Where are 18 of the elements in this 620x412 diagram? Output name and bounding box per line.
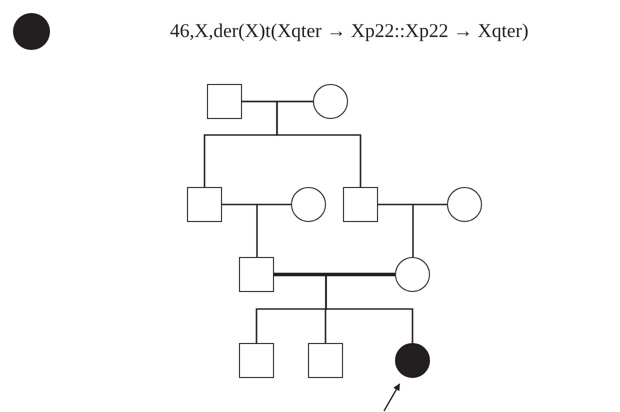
- proband-arrow: [383, 383, 400, 412]
- female-circle: [447, 187, 482, 222]
- legend-text: 46,X,der(X)t(Xqter → Xp22::Xp22 → Xqter): [170, 20, 529, 42]
- male-square: [207, 84, 242, 119]
- female-circle: [313, 84, 348, 119]
- pedigree-line: [412, 204, 447, 257]
- pedigree-line: [276, 100, 362, 187]
- female-circle: [291, 187, 326, 222]
- double-marriage-line: [274, 272, 395, 276]
- male-square: [308, 343, 343, 378]
- affected-female-circle: [395, 343, 430, 378]
- male-square: [187, 187, 222, 222]
- pedigree-line: [256, 204, 291, 257]
- male-square: [239, 257, 274, 292]
- female-circle: [395, 257, 430, 292]
- male-square: [343, 187, 378, 222]
- pedigree-line: [325, 274, 414, 343]
- male-square: [239, 343, 274, 378]
